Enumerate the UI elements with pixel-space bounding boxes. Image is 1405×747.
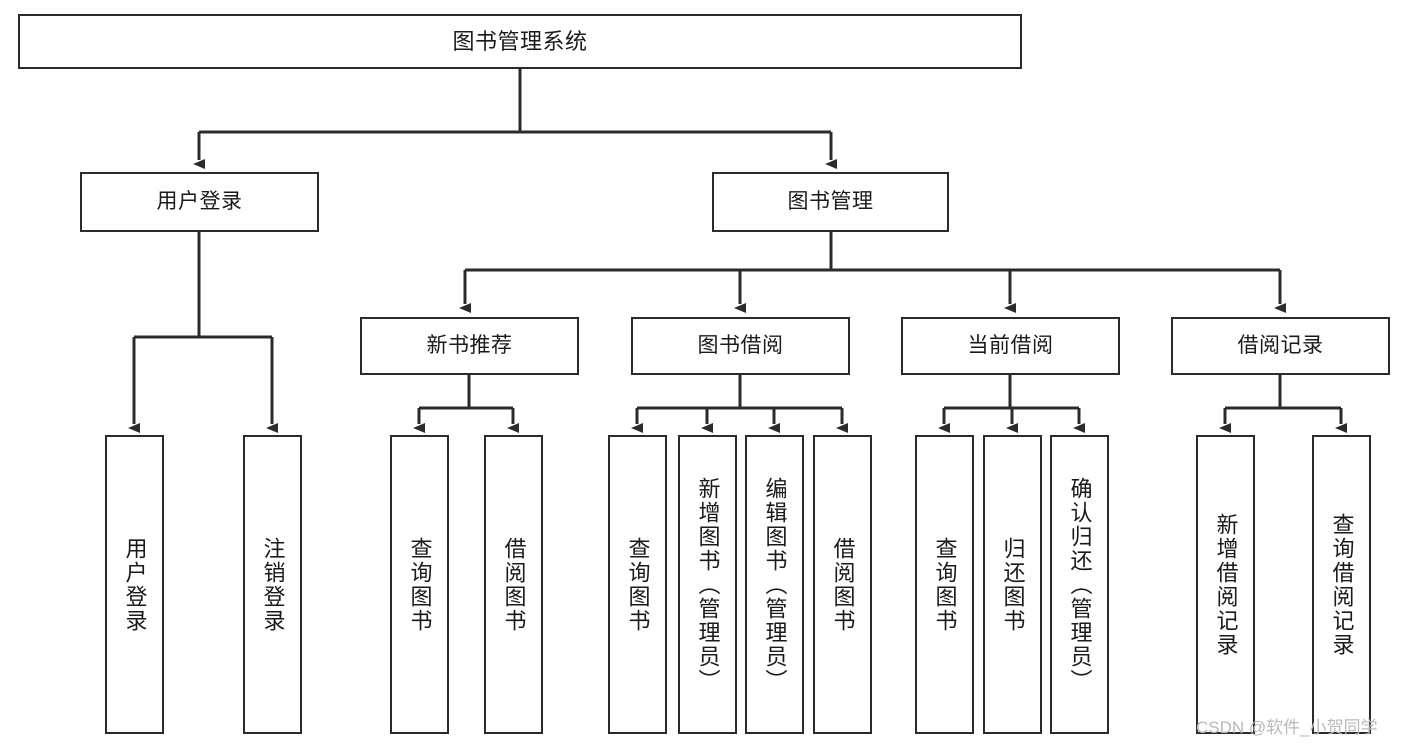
node-leaf-query-book-current[interactable]: 查询图书 xyxy=(915,435,974,734)
node-label: 借阅记录 xyxy=(1237,333,1324,357)
node-label: 查询图书 xyxy=(932,536,958,633)
node-user-login[interactable]: 用户登录 xyxy=(80,172,319,232)
node-book-management-system[interactable]: 图书管理系统 xyxy=(18,14,1022,69)
node-leaf-logout[interactable]: 注销登录 xyxy=(243,435,302,734)
node-label: 图书管理系统 xyxy=(452,28,588,54)
node-leaf-query-book-recommend[interactable]: 查询图书 xyxy=(390,435,449,734)
node-leaf-add-borrow-record[interactable]: 新增借阅记录 xyxy=(1196,435,1255,734)
node-book-management[interactable]: 图书管理 xyxy=(712,172,949,232)
node-label: 新增图书（管理员） xyxy=(695,476,721,693)
node-leaf-borrow-book[interactable]: 借阅图书 xyxy=(813,435,872,734)
node-label: 借阅图书 xyxy=(830,536,856,633)
node-leaf-query-borrow-record[interactable]: 查询借阅记录 xyxy=(1312,435,1371,734)
node-borrow-record[interactable]: 借阅记录 xyxy=(1171,317,1390,375)
node-label: 当前借阅 xyxy=(967,333,1054,357)
node-label: 查询借阅记录 xyxy=(1329,512,1355,657)
node-label: 确认归还（管理员） xyxy=(1067,476,1093,693)
node-label: 编辑图书（管理员） xyxy=(762,476,788,693)
csdn-watermark: CSDN @软件_小贺同学 xyxy=(1196,718,1378,737)
node-current-borrow[interactable]: 当前借阅 xyxy=(901,317,1120,375)
node-label: 查询图书 xyxy=(407,536,433,633)
node-leaf-borrow-book-recommend[interactable]: 借阅图书 xyxy=(484,435,543,734)
node-book-borrow[interactable]: 图书借阅 xyxy=(631,317,850,375)
node-leaf-return-book[interactable]: 归还图书 xyxy=(983,435,1042,734)
node-label: 图书借阅 xyxy=(697,333,784,357)
node-new-book-recommend[interactable]: 新书推荐 xyxy=(360,317,579,375)
node-label: 注销登录 xyxy=(260,536,286,633)
node-leaf-edit-book-admin[interactable]: 编辑图书（管理员） xyxy=(745,435,804,734)
node-label: 新增借阅记录 xyxy=(1213,512,1239,657)
node-label: 新书推荐 xyxy=(426,333,513,357)
node-label: 借阅图书 xyxy=(501,536,527,633)
node-label: 归还图书 xyxy=(1000,536,1026,633)
node-leaf-query-book-borrow[interactable]: 查询图书 xyxy=(608,435,667,734)
node-label: 用户登录 xyxy=(122,536,148,633)
node-label: 图书管理 xyxy=(787,189,874,213)
node-leaf-user-login[interactable]: 用户登录 xyxy=(105,435,164,734)
node-label: 用户登录 xyxy=(156,189,243,213)
node-leaf-add-book-admin[interactable]: 新增图书（管理员） xyxy=(678,435,737,734)
node-label: 查询图书 xyxy=(625,536,651,633)
node-leaf-confirm-return-admin[interactable]: 确认归还（管理员） xyxy=(1050,435,1109,734)
